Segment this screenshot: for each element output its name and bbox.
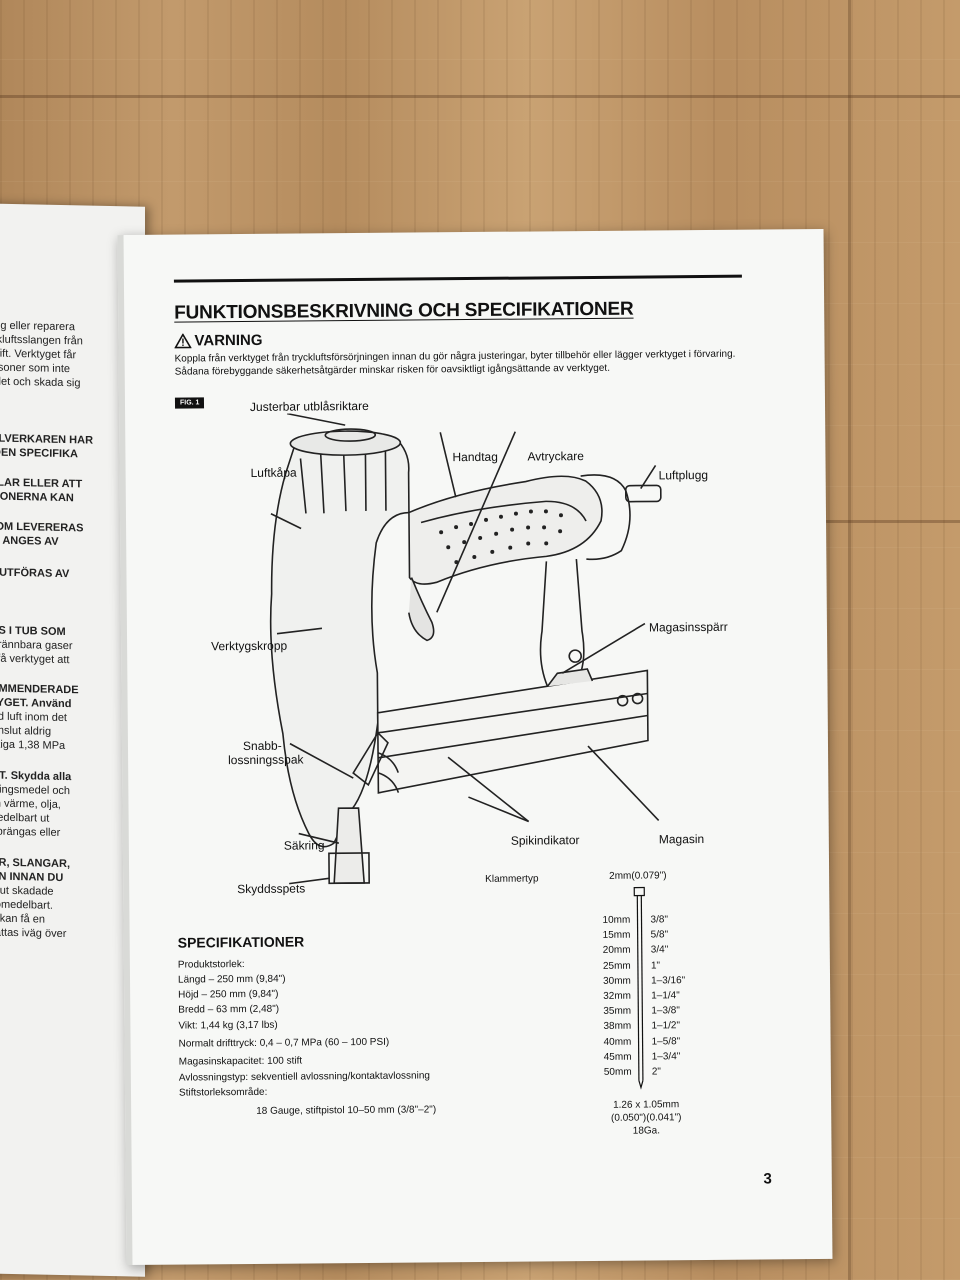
label-verktygskropp: Verktygskropp: [211, 638, 288, 654]
staple-length-mm: 35mm: [603, 1005, 632, 1018]
label-snabb-2: lossningsspak: [228, 752, 304, 768]
staple-length-mm: 32mm: [603, 990, 632, 1002]
label-justerbar: Justerbar utblåsriktare: [249, 398, 369, 414]
staple-length-in: 1–3/16": [650, 974, 686, 987]
left-page-line: ar omedelbart.: [0, 898, 53, 912]
spec-line: Vikt: 1,44 kg (3,17 lbs): [178, 1019, 278, 1032]
top-rule: [173, 274, 742, 283]
staple-length-in: 3/4": [650, 944, 669, 956]
label-sakring: Säkring: [283, 838, 325, 853]
staple-length-mm: 38mm: [603, 1021, 632, 1033]
staple-length-in: 1–3/8": [651, 1005, 680, 1017]
left-page-line: an få verktyget att: [0, 652, 70, 667]
staple-width: 2mm(0.079"): [609, 870, 667, 882]
staple-length-in: 5/8": [650, 929, 669, 941]
spec-line: Avlossningstyp: sekventiell avlossning/k…: [178, 1070, 430, 1084]
staple-dim-1: 1.26 x 1.05mm: [613, 1099, 680, 1111]
warning-heading: VARNING: [174, 331, 263, 350]
left-page-line: t. Anslut aldrig: [0, 724, 52, 738]
left-page-line: KTYGET. Använd: [0, 696, 72, 711]
label-snabb-1: Snabb-: [242, 738, 282, 754]
staple-length-in: 1–5/8": [651, 1035, 681, 1048]
left-page-line: byt ut skadade: [0, 884, 54, 898]
staple-length-mm: 50mm: [603, 1066, 632, 1078]
left-page-line: ering eller reparera: [0, 319, 75, 334]
label-luftkapa: Luftkåpa: [250, 465, 297, 480]
staple-type-label: Klammertyp: [485, 873, 539, 885]
left-page-line: KOMMENDERADE: [0, 682, 79, 697]
staple-shape: [633, 886, 645, 1090]
staple-length-in: 1–1/2": [651, 1020, 681, 1032]
staple-length-in: 2": [651, 1066, 662, 1078]
left-page-line: ra det och skada sig: [0, 375, 81, 390]
nailer-illustration: [269, 412, 662, 885]
label-handtag: Handtag: [452, 449, 498, 465]
specs-heading: SPECIFIKATIONER: [177, 933, 305, 951]
left-page-line: KTIONERNA KAN: [0, 490, 74, 505]
staple-length-in: 1": [650, 959, 661, 972]
label-magasin: Magasin: [658, 832, 705, 847]
label-skyddsspets: Skyddsspets: [237, 881, 306, 897]
warning-text: Koppla från verktyget från tryckluftsför…: [174, 348, 736, 378]
left-page-line: GAS I TUB SOM: [0, 624, 66, 639]
left-page-line: GAR, SLANGAR,: [0, 856, 70, 871]
page-title: FUNKTIONSBESKRIVNING OCH SPECIFIKATIONER: [174, 298, 634, 324]
plank-seam: [0, 95, 960, 98]
staple-dimensions: 1.26 x 1.05mm (0.050")(0.041") 18Ga.: [601, 1098, 691, 1138]
left-page-line: ST UTFÖRAS AV: [0, 566, 70, 581]
left-page-line: personer som inte: [0, 361, 71, 376]
spec-line: Stiftstorleksområde:: [178, 1086, 268, 1099]
spec-line: Bredd – 63 mm (2,48"): [178, 1003, 280, 1016]
plank-seam: [848, 0, 851, 1280]
staple-length-mm: 20mm: [602, 945, 631, 957]
staple-gauge: 18Ga.: [632, 1125, 661, 1137]
staple-length-in: 3/8": [650, 914, 669, 926]
staple-dim-2: (0.050")(0.041"): [610, 1112, 682, 1124]
staple-length-mm: 25mm: [602, 960, 631, 972]
left-page-line: ORN INNAN DU: [0, 870, 64, 885]
left-page-line: omedelbart ut: [0, 811, 50, 825]
spec-line: Längd – 250 mm (9,84"): [177, 973, 286, 986]
staple-length-mm: 10mm: [602, 914, 631, 926]
left-page-line: l. Brännbara gaser: [0, 638, 73, 653]
warning-label: VARNING: [194, 331, 263, 350]
manual-page: FUNKTIONSBESKRIVNING OCH SPECIFIKATIONER…: [117, 228, 833, 1266]
label-spikindikator: Spikindikator: [510, 833, 580, 848]
left-page-line: ssningsmedel och: [0, 783, 71, 798]
label-avtryckare: Avtryckare: [527, 449, 584, 464]
left-page-line: erad luft inom det: [0, 710, 67, 725]
spec-line: Höjd – 250 mm (9,84"): [178, 988, 279, 1001]
left-page-line: OM ANGES AV: [2, 534, 59, 548]
staple-length-mm: 15mm: [602, 929, 631, 942]
left-page-line: ing kan få en: [0, 912, 45, 926]
left-page-line: e stift. Verktyget får: [0, 347, 77, 362]
spec-range: 18 Gauge, stiftpistol 10–50 mm (3/8"–2"): [256, 1104, 437, 1117]
left-page-line: erstiga 1,38 MPa: [0, 738, 66, 753]
left-page-line: n rättas iväg över: [0, 926, 67, 941]
warning-triangle-icon: [174, 333, 192, 349]
staple-length-in: 1–3/4": [651, 1051, 681, 1063]
staple-length-mm: 30mm: [603, 975, 631, 987]
staple-length-in: 1–1/4": [651, 990, 680, 1002]
spec-line: Produktstorlek:: [177, 959, 245, 971]
left-page-line: från värme, olja,: [0, 797, 61, 811]
page-number: 3: [763, 1170, 772, 1188]
staple-length-mm: 40mm: [603, 1036, 632, 1048]
spec-line: Normalt drifttryck: 0,4 – 0,7 MPa (60 – …: [178, 1036, 390, 1050]
figure-label: FIG. 1: [174, 397, 205, 409]
staple-length-mm: 45mm: [603, 1051, 632, 1063]
left-page-line: n sprängas eller: [0, 825, 61, 839]
spec-line: Magasinskapacitet: 100 stift: [178, 1055, 303, 1068]
left-page-line: AMT. Skydda alla: [0, 769, 72, 784]
label-luftplugg: Luftplugg: [658, 467, 709, 483]
left-page-line: D DEN SPECIFIKA: [0, 446, 78, 461]
label-magasinssparr: Magasinsspärr: [648, 619, 728, 635]
